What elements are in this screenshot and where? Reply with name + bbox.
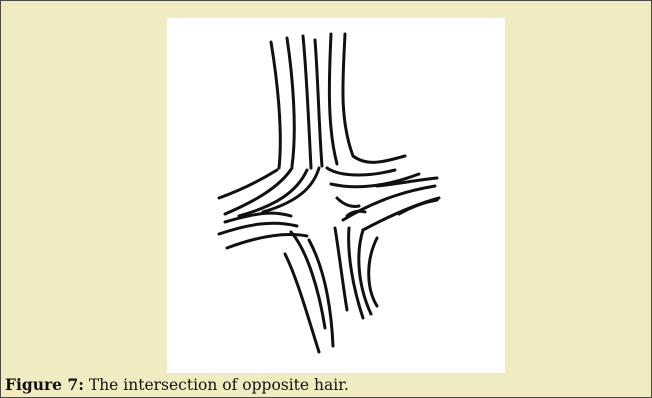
hair-whorl-sketch-icon: [167, 18, 505, 373]
caption-label: Figure 7:: [5, 375, 84, 394]
hair-intersection-illustration: [167, 18, 505, 373]
caption-text: The intersection of opposite hair.: [84, 376, 349, 394]
figure-caption: Figure 7: The intersection of opposite h…: [5, 374, 349, 396]
